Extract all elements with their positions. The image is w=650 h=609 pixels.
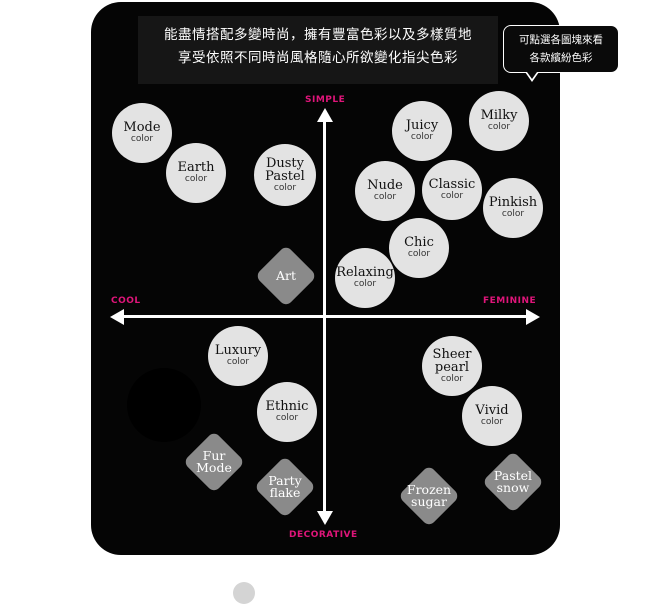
tile-label: Fur Mode: [196, 448, 232, 475]
bubble-sub: color: [407, 249, 431, 259]
bubble-name: Luxury: [214, 343, 262, 358]
pager-dot[interactable]: [233, 582, 255, 604]
bubble-sub: color: [353, 279, 377, 289]
bubble-name: Vivid: [475, 403, 509, 418]
tooltip-line-1: 可點選各圖塊來看: [519, 34, 603, 46]
bubble-sub: color: [373, 192, 397, 202]
tile-label: Frozen sugar: [406, 482, 452, 509]
bubble-name: Dusty Pastel: [265, 155, 305, 184]
bubble-name: Mode: [123, 120, 161, 135]
axis-label-simple: SIMPLE: [305, 95, 346, 105]
bubble-name: Earth: [177, 160, 215, 175]
intro-banner: 能盡情搭配多變時尚，擁有豐富色彩以及多樣質地 享受依照不同時尚風格隨心所欲變化指…: [138, 16, 498, 84]
tile-frozen-sugar[interactable]: Frozen sugar: [397, 464, 461, 528]
tile-party-flake[interactable]: Party flake: [253, 455, 317, 519]
arrow-down-icon: [317, 511, 333, 525]
tile-label: Pastel snow: [493, 468, 533, 495]
arrow-right-icon: [526, 309, 540, 325]
bubble-name: Classic: [428, 177, 476, 192]
bubble-ethnic-color[interactable]: Ethnic color: [257, 382, 317, 442]
bubble-sheer-pearl-color[interactable]: Sheer pearl color: [422, 336, 482, 396]
bubble-juicy-color[interactable]: Juicy color: [392, 101, 452, 161]
bubble-name: Ethnic: [265, 399, 309, 414]
bubble-dusty-pastel-color[interactable]: Dusty Pastel color: [254, 144, 316, 206]
tooltip-tail-fill: [527, 72, 537, 79]
bubble-name: Milky: [480, 108, 518, 123]
intro-line-1: 能盡情搭配多變時尚，擁有豐富色彩以及多樣質地: [164, 27, 472, 43]
axis-label-decorative: DECORATIVE: [289, 530, 358, 540]
bubble-sub: color: [275, 413, 299, 423]
tile-fur-mode[interactable]: Fur Mode: [182, 430, 246, 494]
bubble-sub: color: [410, 132, 434, 142]
bubble-sub: color: [130, 134, 154, 144]
bubble-sub: color: [226, 357, 250, 367]
bubble-vivid-color[interactable]: Vivid color: [462, 386, 522, 446]
bubble-name: Nude: [367, 178, 403, 193]
bubble-sub: color: [440, 373, 464, 384]
tile-label: Art: [275, 268, 297, 283]
bubble-relaxing-color[interactable]: Relaxing color: [335, 248, 395, 308]
tooltip-line-2: 各款繽紛色彩: [529, 52, 593, 64]
bubble-sub: color: [501, 209, 525, 219]
vertical-axis: [323, 118, 326, 520]
bubble-name: Pinkish: [488, 195, 538, 210]
tile-art[interactable]: Art: [254, 244, 318, 308]
arrow-up-icon: [317, 108, 333, 122]
tile-pastel-snow[interactable]: Pastel snow: [481, 450, 545, 514]
bubble-nude-color[interactable]: Nude color: [355, 161, 415, 221]
bubble-name: Juicy: [405, 118, 439, 133]
bubble-sub: color: [184, 174, 208, 184]
bubble-chic-color[interactable]: Chic color: [389, 218, 449, 278]
bubble-sub: color: [480, 417, 504, 427]
bubble-mode-color[interactable]: Mode color: [112, 103, 172, 163]
bubble-sub: color: [440, 191, 464, 201]
bubble-milky-color[interactable]: Milky color: [469, 91, 529, 151]
tooltip-bubble: 可點選各圖塊來看 各款繽紛色彩: [503, 25, 619, 73]
bubble-name: Sheer pearl: [432, 346, 472, 375]
arrow-left-icon: [110, 309, 124, 325]
intro-line-2: 享受依照不同時尚風格隨心所欲變化指尖色彩: [178, 50, 458, 66]
bubble-sub: color: [487, 122, 511, 132]
bubble-luxury-color[interactable]: Luxury color: [208, 326, 268, 386]
tile-label: Party flake: [268, 473, 302, 500]
blank-circle-decoration: [127, 368, 201, 442]
axis-label-cool: COOL: [111, 296, 141, 306]
bubble-name: Relaxing: [336, 265, 394, 280]
bubble-pinkish-color[interactable]: Pinkish color: [483, 178, 543, 238]
bubble-name: Chic: [404, 235, 434, 250]
bubble-sub: color: [273, 182, 297, 193]
bubble-classic-color[interactable]: Classic color: [422, 160, 482, 220]
bubble-earth-color[interactable]: Earth color: [166, 143, 226, 203]
axis-label-feminine: FEMININE: [483, 296, 537, 306]
